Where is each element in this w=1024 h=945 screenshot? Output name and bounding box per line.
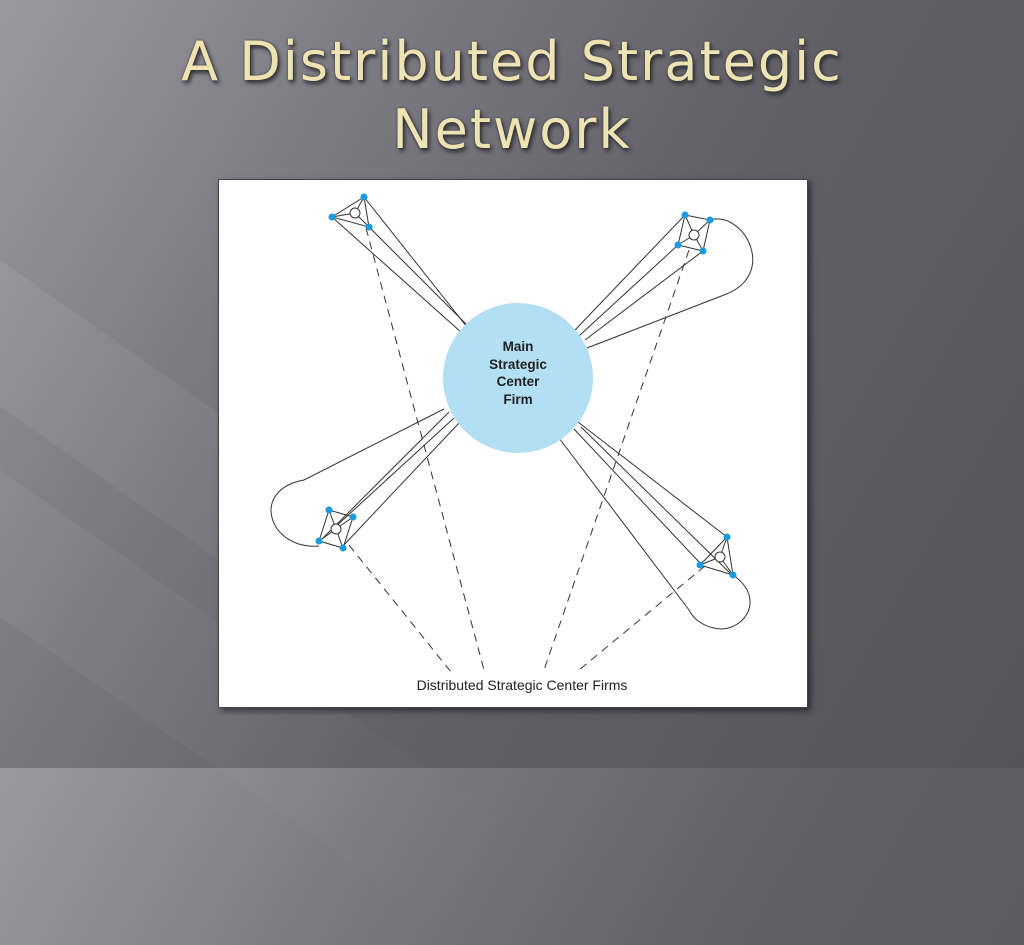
partner-dot [674,241,682,249]
partner-dot [365,223,373,231]
partner-dot [699,247,707,255]
title-line-1: A Distributed Strategic [181,30,843,93]
connector-bottom-right [558,421,751,630]
partner-dot [729,571,737,579]
title-line-2: Network [392,98,632,161]
center-label-line: Firm [503,391,533,407]
partner-dot [696,561,704,569]
partner-dot [360,193,368,201]
cluster-node-bottom-right [699,535,734,576]
partner-dot [723,533,731,541]
slide-title: A Distributed Strategic Network [0,28,1024,164]
partner-dot [349,513,357,521]
diagram-caption: Distributed Strategic Center Firms [416,677,628,693]
dashed-links [348,227,706,673]
cluster-node-bottom-left [318,509,354,549]
partner-dot [339,544,347,552]
center-label-line: Strategic [489,356,547,372]
connector-top-left [331,196,472,334]
partner-dots [315,193,737,579]
center-label-line: Main [502,339,534,354]
partner-dot [706,216,714,224]
network-diagram-svg [270,193,754,673]
cluster-node-top-right [677,214,711,252]
connector-top-right [574,214,754,349]
partner-dot [681,211,689,219]
partner-dot [328,213,336,221]
connector-bottom-left [270,408,460,547]
partner-dot [315,537,323,545]
center-label-line: Center [496,374,540,389]
cluster-node-top-left [330,196,370,228]
center-firm-label: Main Strategic Center Firm [468,338,568,408]
network-diagram: Main Strategic Center Firm Distributed S… [218,179,808,708]
partner-dot [325,506,333,514]
main-strategic-center-circle [443,303,593,453]
